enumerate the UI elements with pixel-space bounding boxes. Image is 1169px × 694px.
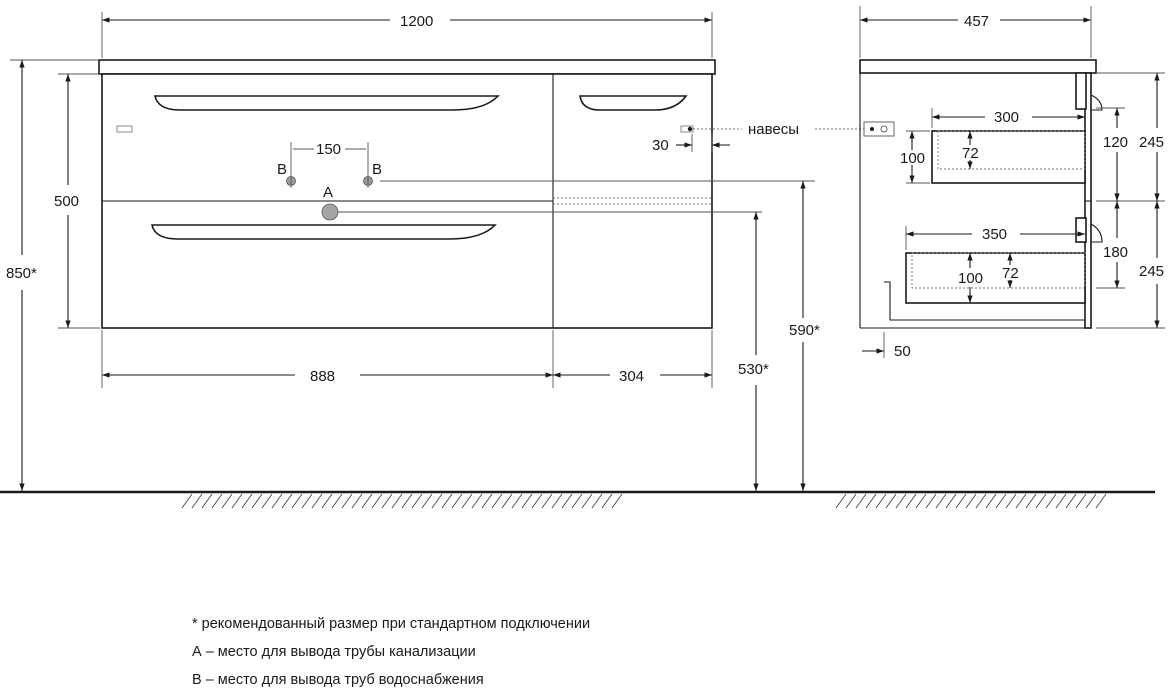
dim-total-width: 1200 bbox=[400, 13, 433, 30]
front-view: навесы B B A 150 30 bbox=[98, 59, 868, 329]
dim-depth: 457 bbox=[964, 13, 989, 30]
dim-upper-drawer-inner: 72 bbox=[962, 145, 979, 162]
dim-drawer-left-width: 888 bbox=[310, 368, 335, 385]
hinge-mark-left bbox=[116, 125, 133, 133]
dim-total-width-group: 1200 bbox=[101, 12, 713, 58]
dim-upper-drawer-height: 100 bbox=[900, 150, 925, 167]
dim-body-height: 500 bbox=[54, 193, 79, 210]
drain-label: A bbox=[323, 184, 333, 201]
side-dimensions: 457 300 100 72 120 245 350 100 bbox=[859, 6, 1165, 360]
dim-supply-height: 590* bbox=[789, 322, 820, 339]
dim-heights-left-group: 850* 500 bbox=[6, 59, 100, 491]
note-drain: А – место для вывода трубы канализации bbox=[192, 644, 476, 660]
dim-upper-drawer-depth: 300 bbox=[994, 109, 1019, 126]
supply-label-left: B bbox=[277, 161, 287, 178]
dim-lower-front-gap: 180 bbox=[1103, 244, 1128, 261]
dim-drawer-widths-group: 888 304 bbox=[101, 330, 713, 388]
hinge-bracket-side bbox=[863, 121, 895, 137]
countertop-front bbox=[98, 59, 716, 75]
handle-upper-right bbox=[579, 95, 688, 111]
dim-lower-drawer-height: 100 bbox=[958, 270, 983, 287]
dim-upper-section: 245 bbox=[1139, 134, 1164, 151]
side-view bbox=[859, 59, 1103, 329]
dim-total-height: 850* bbox=[6, 265, 37, 282]
dim-upper-front-gap: 120 bbox=[1103, 134, 1128, 151]
note-recommended: * рекомендованный размер при стандартном… bbox=[192, 616, 591, 632]
dim-side-offset: 50 bbox=[894, 343, 911, 360]
legend-notes: * рекомендованный размер при стандартном… bbox=[192, 610, 590, 694]
dim-lower-drawer-inner: 72 bbox=[1002, 265, 1019, 282]
supply-label-right: B bbox=[372, 161, 382, 178]
floor bbox=[0, 490, 1155, 509]
upper-drawer-box bbox=[931, 130, 1086, 184]
note-supply: В – место для вывода труб водоснабжения bbox=[192, 672, 484, 688]
dim-lower-section: 245 bbox=[1139, 263, 1164, 280]
handle-lower-left bbox=[151, 224, 497, 240]
dim-drain-height: 530* bbox=[738, 361, 769, 378]
countertop-side bbox=[859, 59, 1097, 74]
dim-drawer-right-width: 304 bbox=[619, 368, 644, 385]
hinges-label: навесы bbox=[748, 121, 799, 138]
handle-upper-left bbox=[154, 95, 500, 111]
lower-drawer-box bbox=[905, 252, 1086, 304]
dim-hinge-offset: 30 bbox=[652, 137, 669, 154]
dim-pipe-spacing: 150 bbox=[316, 141, 341, 158]
dim-pipe-heights-group: 530* 590* bbox=[338, 180, 820, 491]
drain-outlet bbox=[321, 203, 339, 221]
dim-lower-drawer-depth: 350 bbox=[982, 226, 1007, 243]
